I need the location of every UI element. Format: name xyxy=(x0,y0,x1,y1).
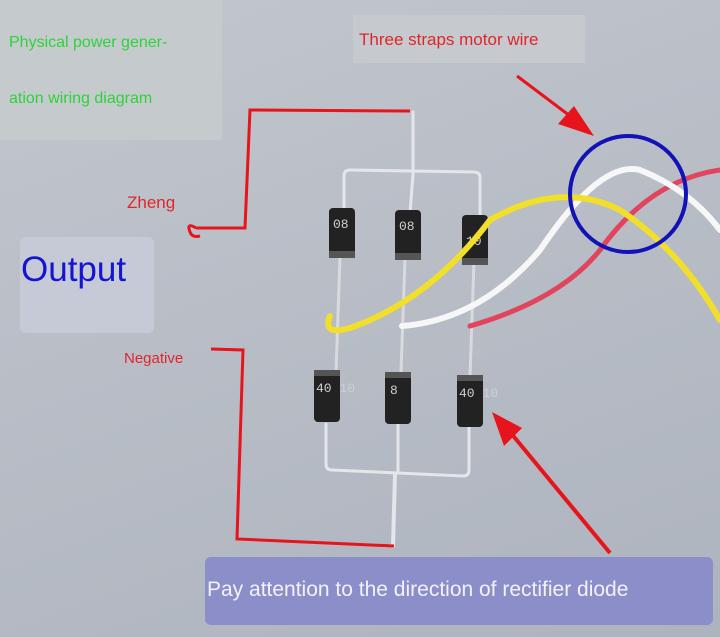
positive-bus xyxy=(342,110,482,222)
title-line-1: Physical power gener- xyxy=(9,34,168,51)
diode-top-1-marking: 08 xyxy=(333,217,349,232)
diode-bottom-2-marking: 8 xyxy=(390,383,398,398)
diode-bottom-3: 40 10 xyxy=(457,375,498,427)
title-line-2: ation wiring diagram xyxy=(9,90,153,107)
negative-bus xyxy=(324,422,471,548)
title-box xyxy=(0,0,222,140)
output-label-box xyxy=(20,237,154,333)
output-label: Output xyxy=(21,250,127,289)
negative-label: Negative xyxy=(124,350,184,367)
motor-wire-arrow xyxy=(516,74,594,136)
diode-direction-note: Pay attention to the direction of rectif… xyxy=(207,578,629,601)
motor-wire-label-box xyxy=(353,15,585,63)
diode-direction-arrow xyxy=(492,412,612,555)
diode-top-2-marking: 08 xyxy=(399,219,415,234)
motor-wire-label: Three straps motor wire xyxy=(359,30,539,49)
diode-bottom-1-marking: 40 10 xyxy=(316,381,355,396)
diode-top-2: 08 xyxy=(395,210,421,260)
yellow-motor-wire xyxy=(325,194,720,334)
white-motor-wire xyxy=(399,166,720,329)
red-motor-wire xyxy=(467,167,720,329)
positive-bracket xyxy=(187,108,411,238)
diode-bottom-3-marking: 40 10 xyxy=(459,386,498,401)
diode-legs xyxy=(334,257,476,377)
diode-bottom-2: 8 xyxy=(385,372,411,424)
negative-bracket xyxy=(210,347,395,548)
diode-top-1: 08 xyxy=(329,208,355,258)
positive-label: Zheng xyxy=(127,193,176,212)
note-box xyxy=(205,557,713,625)
motor-wire-highlight-circle xyxy=(568,134,688,254)
diode-bottom-1: 40 10 xyxy=(314,370,355,422)
